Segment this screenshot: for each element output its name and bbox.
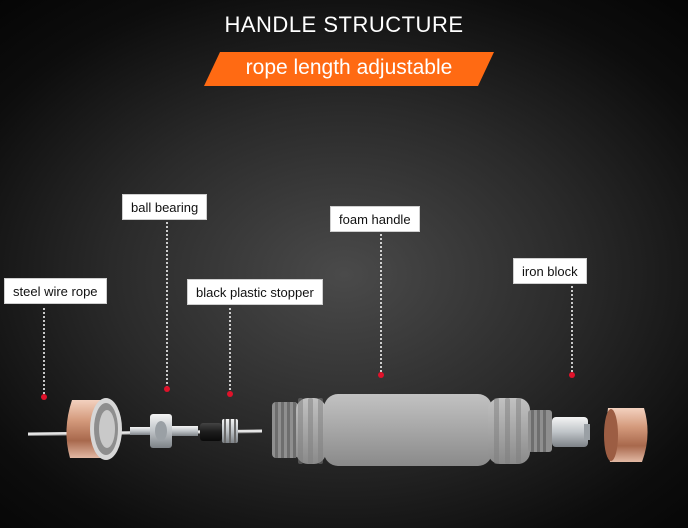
label-iron-block: iron block [513, 258, 587, 284]
threaded-end-left-illustration [272, 402, 298, 458]
subtitle-text: rope length adjustable [245, 56, 453, 79]
ball-bearing-illustration [130, 414, 198, 448]
iron-block-illustration [552, 417, 590, 447]
label-black-plastic-stopper: black plastic stopper [187, 279, 323, 305]
foam-handle-illustration [296, 394, 530, 466]
marker-black-plastic-stopper [227, 391, 233, 397]
marker-foam-handle [378, 372, 384, 378]
end-cap-illustration [66, 398, 122, 460]
diagram-title: HANDLE STRUCTURE [224, 12, 464, 37]
end-cap-right-illustration [604, 408, 648, 462]
subtitle-banner: rope length adjustable [204, 52, 494, 86]
label-ball-bearing: ball bearing [122, 194, 208, 220]
label-steel-wire-rope: steel wire rope [4, 278, 107, 304]
label-foam-handle: foam handle [330, 206, 420, 232]
marker-iron-block [569, 372, 575, 378]
black-plastic-stopper-illustration [200, 419, 238, 443]
marker-steel-wire-rope [41, 394, 47, 400]
threaded-end-right-illustration [528, 410, 552, 452]
marker-ball-bearing [164, 386, 170, 392]
